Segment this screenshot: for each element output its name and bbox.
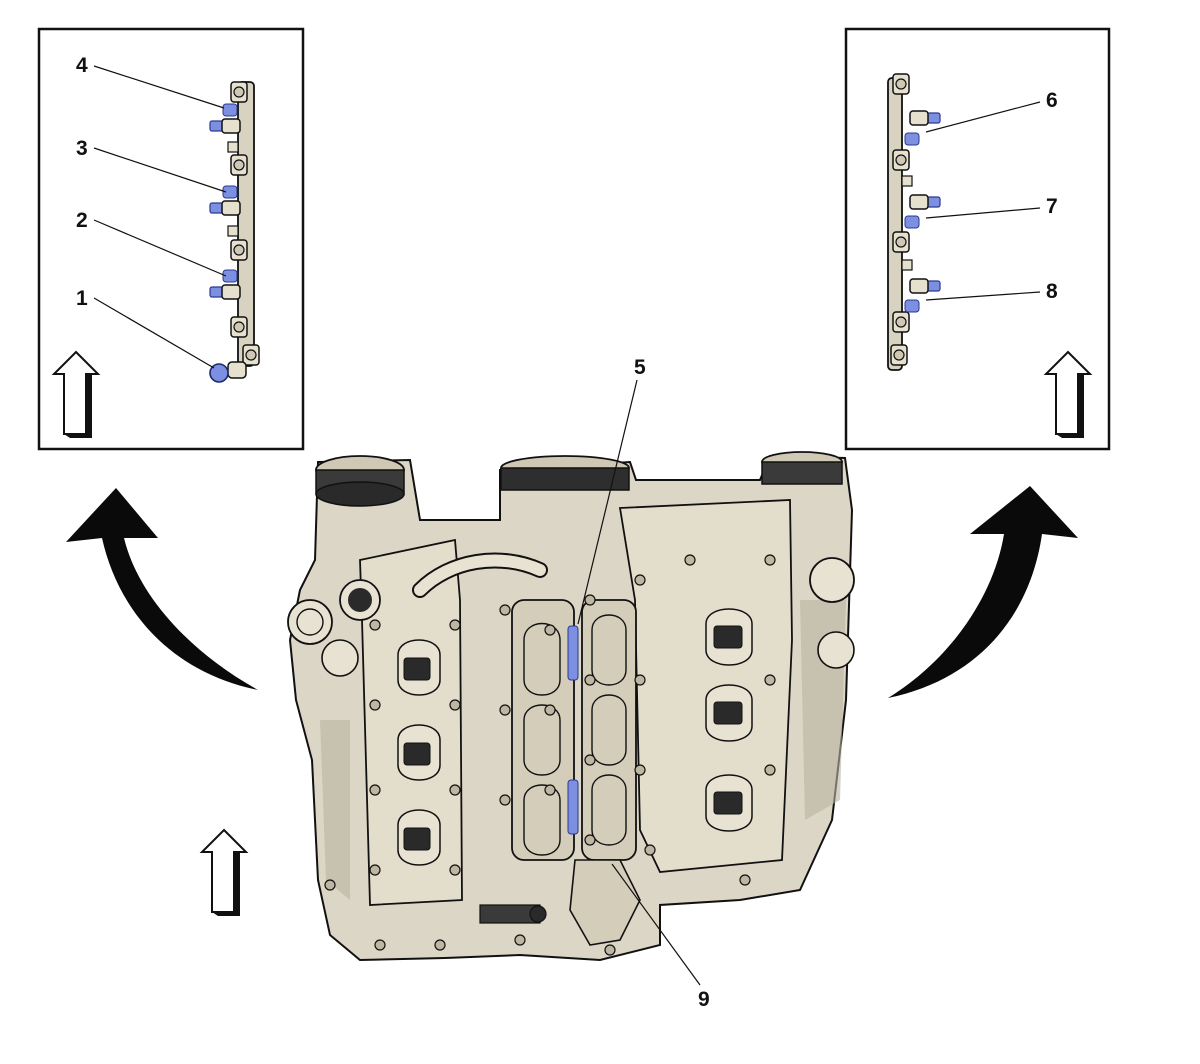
engine-bolts (324, 554, 776, 956)
left-ignition-coils (397, 639, 441, 866)
left-inset-panel: 4 3 2 1 (37, 27, 305, 451)
left-injector-3 (209, 200, 241, 216)
engine-assembly (287, 451, 855, 962)
left-pulley (315, 455, 405, 507)
callout-2: 2 (76, 209, 88, 232)
leader-8 (925, 291, 1041, 301)
right-pulley (761, 451, 843, 485)
leader-9 (611, 863, 701, 986)
callout-7: 7 (1046, 195, 1058, 218)
leader-1 (93, 297, 215, 369)
left-fuel-rail (209, 81, 260, 383)
right-injector-6 (909, 110, 941, 126)
right-inset-panel: 6 7 8 (844, 27, 1111, 451)
leader-2 (93, 219, 227, 277)
left-curved-arrow-icon (66, 488, 258, 690)
callout-4: 4 (76, 54, 88, 77)
callout-8: 8 (1046, 280, 1058, 303)
right-fuel-rail (887, 73, 941, 371)
callout-5: 5 (634, 356, 646, 379)
right-injector-7 (909, 194, 941, 210)
leader-6 (925, 101, 1041, 133)
leader-7 (925, 207, 1041, 219)
left-injector-4 (209, 118, 241, 134)
right-ignition-coils (705, 608, 753, 832)
lower-sensor-housing (569, 859, 641, 946)
right-curved-arrow-icon (888, 486, 1078, 698)
leader-4 (93, 65, 225, 109)
left-injector-2 (209, 284, 241, 300)
callout-9: 9 (698, 988, 710, 1011)
engine-injector-strip-upper (567, 625, 579, 681)
callout-6: 6 (1046, 89, 1058, 112)
callout-3: 3 (76, 137, 88, 160)
engine-orientation-up-arrow-icon (201, 829, 247, 917)
intake-manifold-right (581, 599, 637, 861)
intake-manifold-left (511, 599, 575, 861)
leader-3 (93, 147, 227, 193)
center-pulley (500, 455, 630, 491)
leader-5 (577, 379, 638, 625)
right-injector-8 (909, 278, 941, 294)
callout-1: 1 (76, 287, 88, 310)
engine-injector-strip-lower (567, 779, 579, 835)
pressure-sensor-icon (209, 363, 229, 383)
